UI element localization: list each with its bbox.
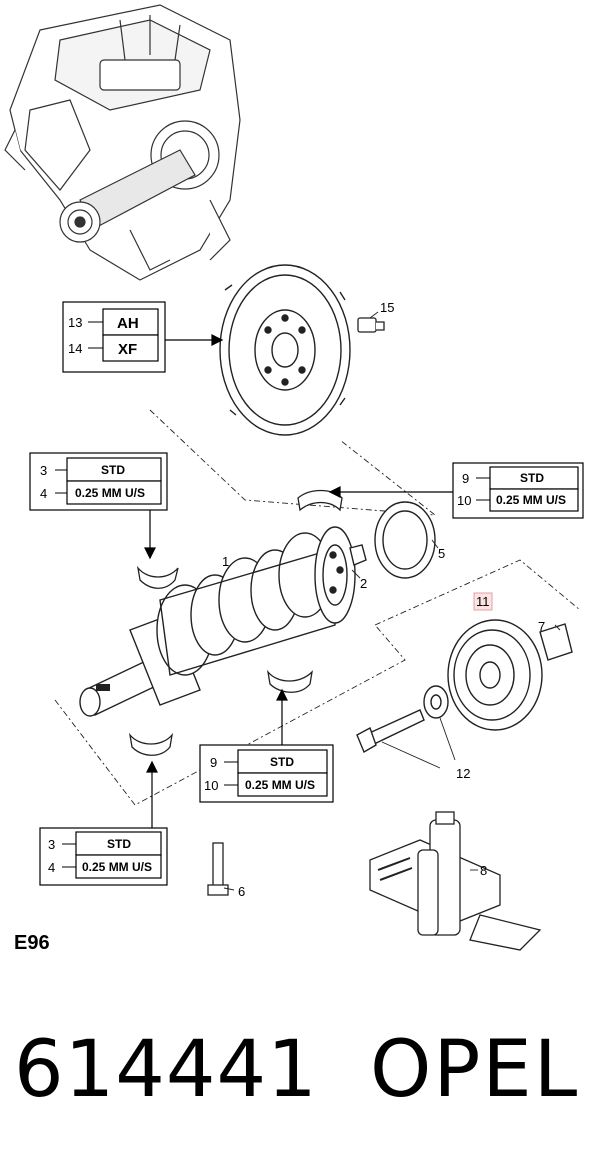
- crankshaft-drawing: [79, 526, 356, 717]
- box-row-code: 0.25 MM U/S: [245, 778, 315, 792]
- box-row-code: STD: [101, 463, 125, 477]
- callout-12: 12: [456, 766, 470, 781]
- footer: 614441 OPEL: [0, 1020, 600, 1130]
- section-code: E96: [14, 932, 50, 954]
- box-row-num: 4: [40, 486, 47, 501]
- bolt-15-drawing: [357, 317, 385, 333]
- box-row-num: 9: [462, 471, 469, 486]
- callout-15: 15: [380, 300, 394, 315]
- exploded-parts-diagram: 1 2 5 6 7 8 11 12 15 13 14 AH XF 3 4 STD…: [4, 4, 584, 951]
- seal-ring-drawing: [349, 501, 436, 579]
- box-row-code: STD: [270, 755, 294, 769]
- box-row-num: 13: [68, 315, 82, 330]
- box-row-code: AH: [117, 315, 139, 332]
- box-row-num: 3: [40, 463, 47, 478]
- pulley-drawing: [356, 619, 573, 754]
- box-row-code: 0.25 MM U/S: [496, 493, 566, 507]
- bearing-variant-box-left-bottom: 3 4 STD 0.25 MM U/S: [39, 827, 168, 886]
- callout-11-highlight: [473, 592, 493, 611]
- callout-5: 5: [438, 546, 445, 561]
- bearing-variant-box-left-top: 3 4 STD 0.25 MM U/S: [29, 452, 168, 511]
- box-row-num: 3: [48, 837, 55, 852]
- part-number: 614441: [14, 1025, 318, 1115]
- bearing-shells: [128, 489, 343, 756]
- callout-7: 7: [538, 619, 545, 634]
- arrows: [144, 334, 455, 828]
- callout-8: 8: [480, 863, 487, 878]
- callout-2: 2: [360, 576, 367, 591]
- box-row-code: STD: [107, 837, 131, 851]
- flywheel-variant-box: 13 14 AH XF: [62, 301, 166, 373]
- box-row-code: STD: [520, 471, 544, 485]
- box-row-code: 0.25 MM U/S: [82, 860, 152, 874]
- bearing-variant-box-right-top: 9 10 STD 0.25 MM U/S: [452, 462, 584, 519]
- engine-illustration: [4, 4, 241, 281]
- brand-name: OPEL: [370, 1025, 580, 1115]
- box-row-num: 4: [48, 860, 55, 875]
- callout-labels: 1 2 5 6 7 8 11 12 15: [222, 300, 545, 899]
- bolt-6-drawing: [207, 842, 229, 896]
- box-row-num: 10: [457, 493, 471, 508]
- box-row-num: 14: [68, 341, 82, 356]
- sealant-kit-drawing: [369, 811, 542, 951]
- callout-1: 1: [222, 554, 229, 569]
- box-row-code: 0.25 MM U/S: [75, 486, 145, 500]
- flywheel-drawing: [219, 264, 351, 436]
- box-row-num: 10: [204, 778, 218, 793]
- box-row-num: 9: [210, 755, 217, 770]
- callout-6: 6: [238, 884, 245, 899]
- box-row-code: XF: [118, 341, 137, 358]
- callout-leaders: [223, 311, 561, 891]
- bearing-variant-box-middle: 9 10 STD 0.25 MM U/S: [199, 744, 334, 803]
- callout-11: 11: [476, 594, 490, 609]
